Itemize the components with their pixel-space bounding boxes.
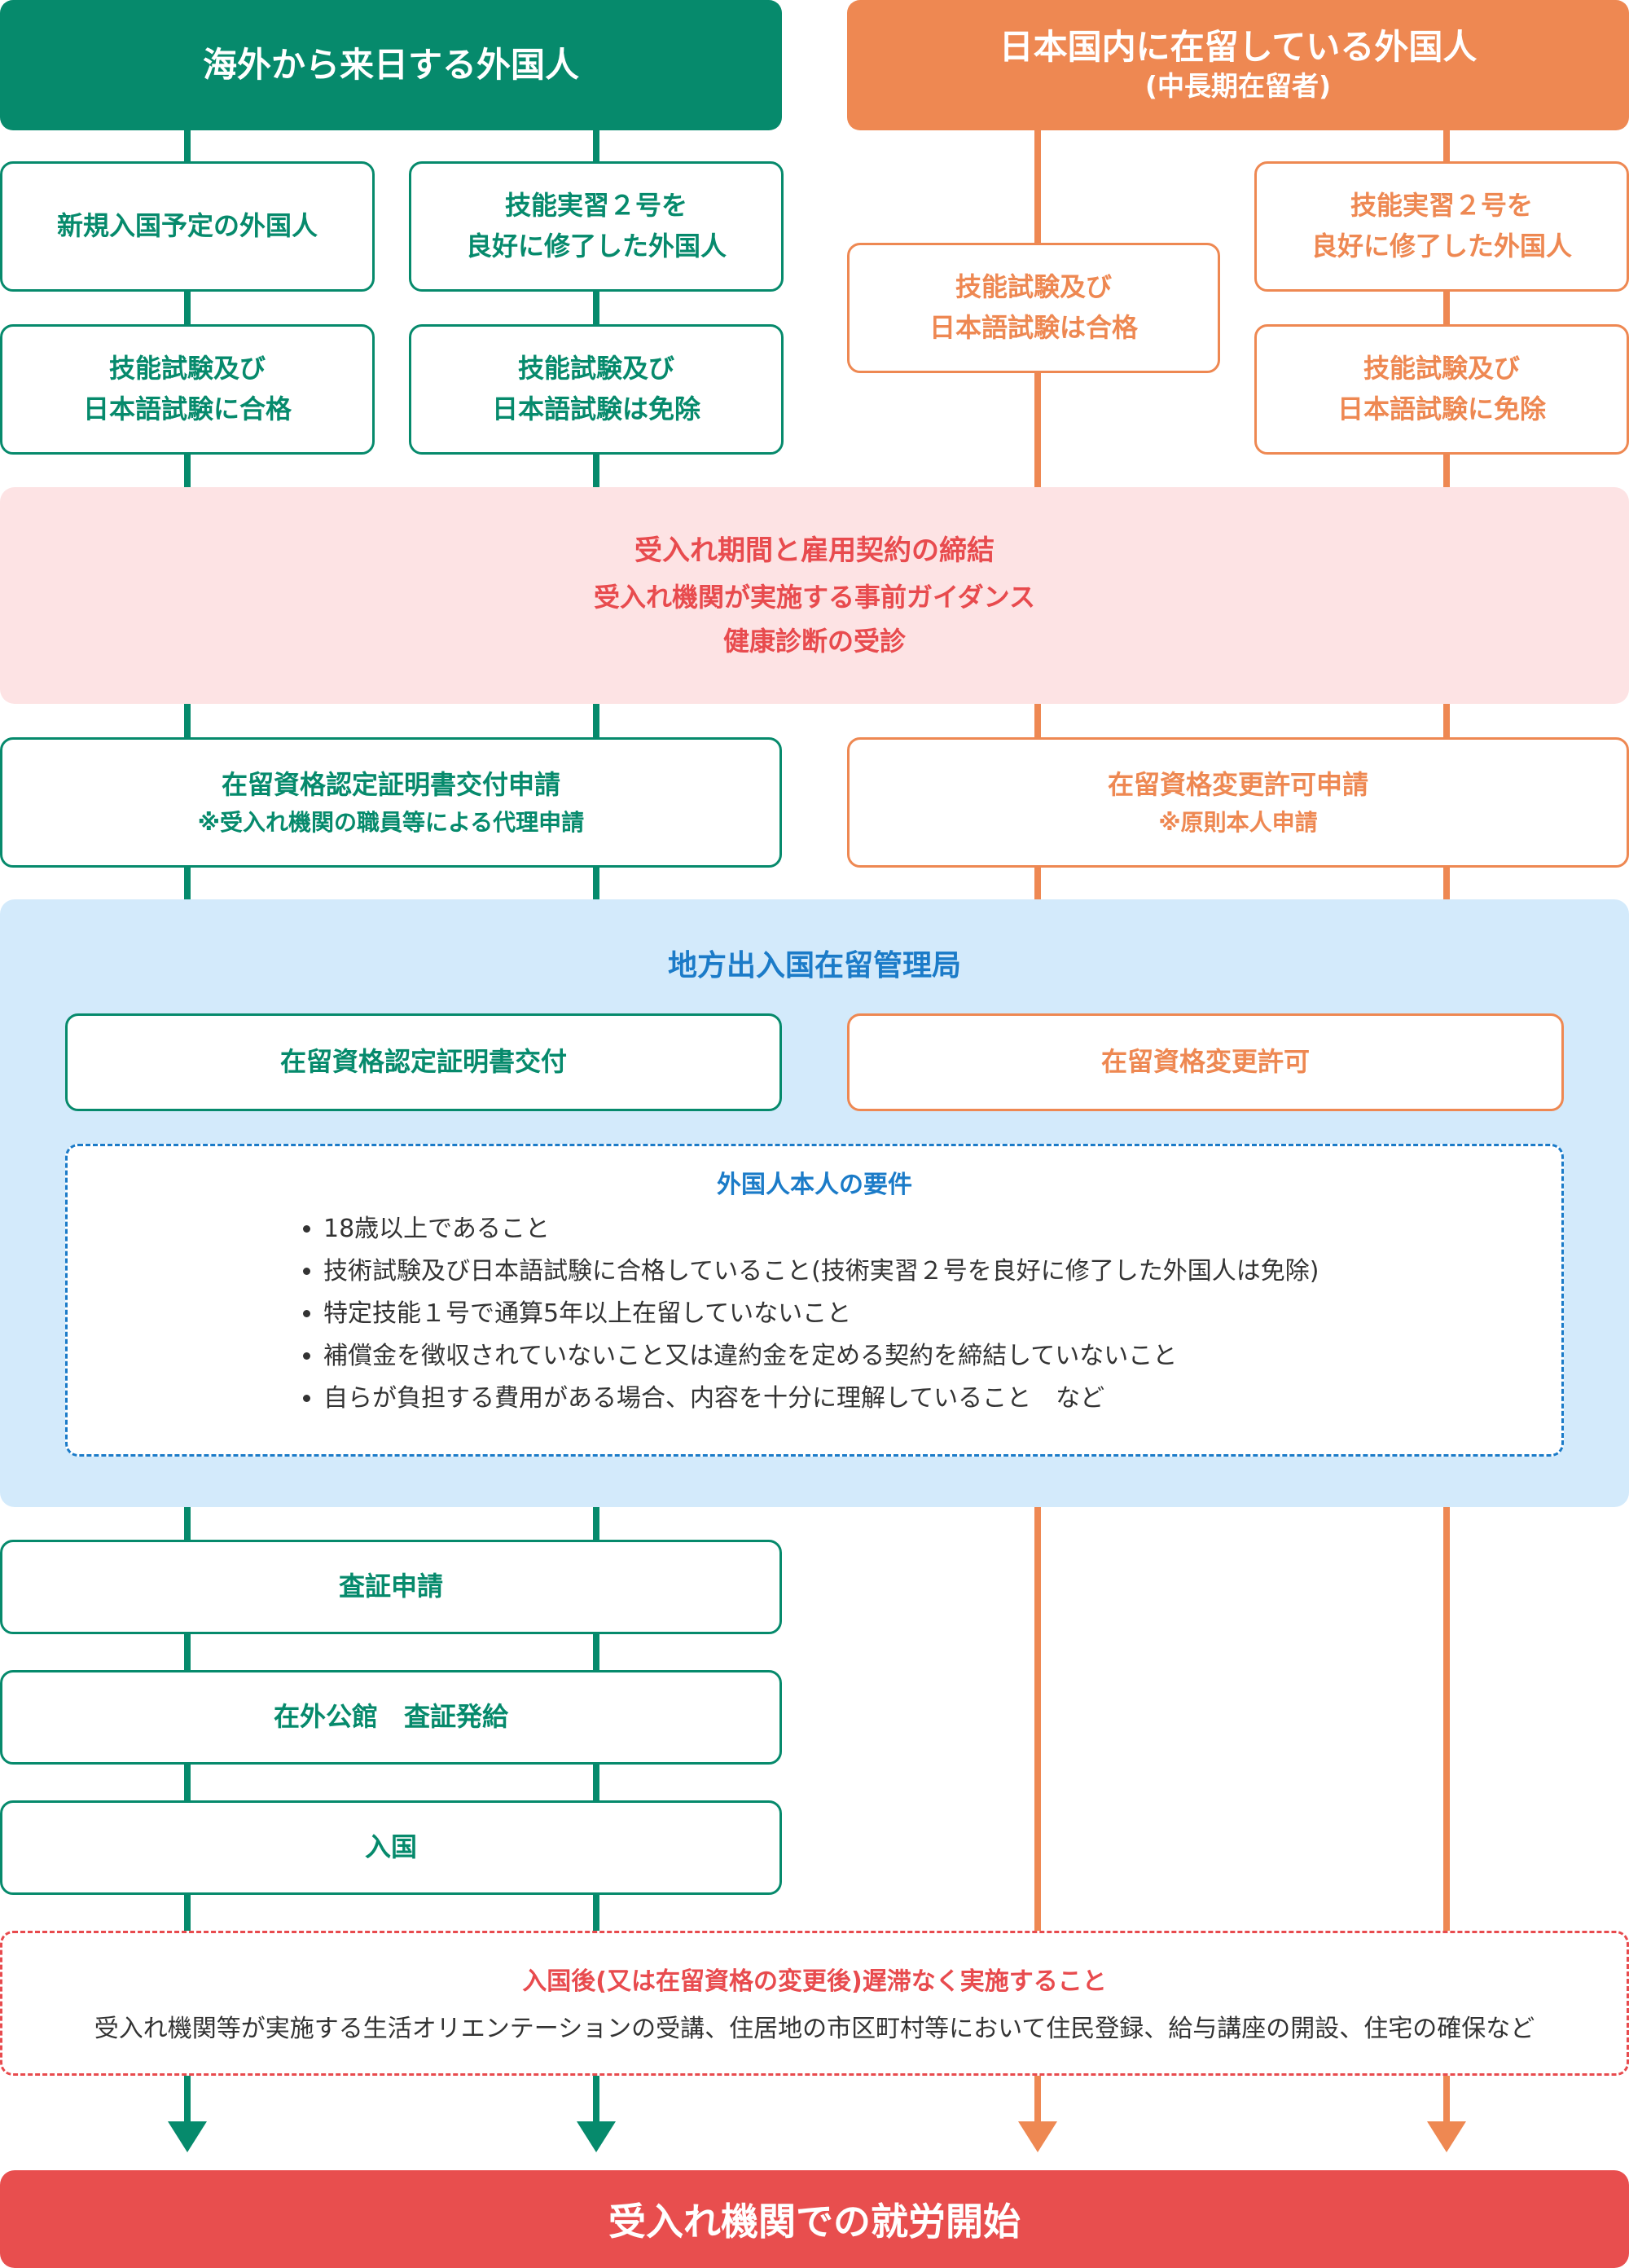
box-right2-exam-exempt: 技能試験及び 日本語試験に免除 <box>1254 324 1629 455</box>
box-left1-exam-line1: 技能試験及び <box>108 353 266 385</box>
entry-text: 入国 <box>364 1831 417 1863</box>
box-left1-exam-pass: 技能試験及び 日本語試験に合格 <box>0 324 375 455</box>
box-right2-trainee-line1: 技能実習２号を <box>1350 190 1533 222</box>
employment-start-banner: 受入れ機関での就労開始 <box>0 2170 1629 2268</box>
visa-issuance-text: 在外公館 査証発給 <box>273 1701 508 1733</box>
visa-application-text: 査証申請 <box>338 1571 443 1602</box>
requirements-box: 外国人本人の要件 18歳以上であること 技術試験及び日本語試験に合格していること… <box>65 1144 1564 1457</box>
requirements-title: 外国人本人の要件 <box>717 1171 912 1199</box>
post-entry-title: 入国後(又は在留資格の変更後)遅滞なく実施すること <box>522 1967 1107 1996</box>
box-apply-certificate: 在留資格認定証明書交付申請 ※受入れ機関の職員等による代理申請 <box>0 737 782 868</box>
box-right1-exam-pass: 技能試験及び 日本語試験は合格 <box>847 243 1220 373</box>
requirement-item: 18歳以上であること <box>323 1208 1319 1250</box>
header-overseas: 海外から来日する外国人 <box>0 0 782 130</box>
arrow-down-icon <box>577 2121 616 2152</box>
box-new-entrant: 新規入国予定の外国人 <box>0 161 375 292</box>
box-left2-trainee: 技能実習２号を 良好に修了した外国人 <box>409 161 784 292</box>
bureau-band: 地方出入国在留管理局 在留資格認定証明書交付 在留資格変更許可 外国人本人の要件… <box>0 899 1629 1507</box>
apply-change-title: 在留資格変更許可申請 <box>1107 769 1368 801</box>
requirement-item: 技術試験及び日本語試験に合格していること(技術実習２号を良好に修了した外国人は免… <box>323 1250 1319 1293</box>
box-new-entrant-text: 新規入国予定の外国人 <box>56 210 318 242</box>
box-right2-exam-line2: 日本語試験に免除 <box>1337 393 1546 424</box>
contract-band: 受入れ期間と雇用契約の締結 受入れ機関が実施する事前ガイダンス 健康診断の受診 <box>0 487 1629 704</box>
box-right1-exam-line2: 日本語試験は合格 <box>929 312 1138 343</box>
box-apply-change: 在留資格変更許可申請 ※原則本人申請 <box>847 737 1629 868</box>
header-domestic: 日本国内に在留している外国人 (中長期在留者) <box>847 0 1629 130</box>
box-left2-exam-exempt: 技能試験及び 日本語試験は免除 <box>409 324 784 455</box>
header-domestic-subtitle: (中長期在留者) <box>1144 69 1332 102</box>
header-domestic-title: 日本国内に在留している外国人 <box>999 27 1478 68</box>
arrow-down-icon <box>1427 2121 1466 2152</box>
certificate-issue-text: 在留資格認定証明書交付 <box>279 1046 567 1078</box>
post-entry-body: 受入れ機関等が実施する生活オリエンテーションの受講、住居地の市区町村等において住… <box>94 2015 1535 2043</box>
arrow-down-icon <box>168 2121 207 2152</box>
box-right2-trainee-line2: 良好に修了した外国人 <box>1311 231 1572 262</box>
apply-certificate-title: 在留資格認定証明書交付申請 <box>221 769 560 801</box>
box-left1-exam-line2: 日本語試験に合格 <box>82 393 292 424</box>
box-entry: 入国 <box>0 1800 782 1895</box>
requirements-list: 18歳以上であること 技術試験及び日本語試験に合格していること(技術実習２号を良… <box>296 1208 1319 1420</box>
contract-line3: 健康診断の受診 <box>722 625 906 657</box>
requirement-item: 自らが負担する費用がある場合、内容を十分に理解していること など <box>323 1378 1319 1420</box>
box-change-permit: 在留資格変更許可 <box>847 1013 1564 1111</box>
box-right1-exam-line1: 技能試験及び <box>955 271 1112 303</box>
contract-line2: 受入れ機関が実施する事前ガイダンス <box>593 581 1036 613</box>
header-overseas-title: 海外から来日する外国人 <box>202 44 579 85</box>
apply-certificate-note: ※受入れ機関の職員等による代理申請 <box>197 808 585 836</box>
contract-line1: 受入れ期間と雇用契約の締結 <box>634 534 995 567</box>
arrow-down-icon <box>1018 2121 1057 2152</box>
box-visa-application: 査証申請 <box>0 1540 782 1634</box>
box-left2-trainee-line2: 良好に修了した外国人 <box>465 231 727 262</box>
requirement-item: 特定技能１号で通算5年以上在留していないこと <box>323 1293 1319 1335</box>
post-entry-box: 入国後(又は在留資格の変更後)遅滞なく実施すること 受入れ機関等が実施する生活オ… <box>0 1931 1629 2076</box>
box-certificate-issue: 在留資格認定証明書交付 <box>65 1013 782 1111</box>
change-permit-text: 在留資格変更許可 <box>1100 1046 1310 1078</box>
apply-change-note: ※原則本人申請 <box>1158 808 1318 836</box>
box-left2-exam-line2: 日本語試験は免除 <box>491 393 700 424</box>
box-left2-exam-line1: 技能試験及び <box>517 353 674 385</box>
employment-start-text: 受入れ機関での就労開始 <box>608 2200 1021 2244</box>
requirement-item: 補償金を徴収されていないこと又は違約金を定める契約を締結していないこと <box>323 1335 1319 1378</box>
box-left2-trainee-line1: 技能実習２号を <box>504 190 687 222</box>
bureau-title: 地方出入国在留管理局 <box>667 949 961 982</box>
box-right2-trainee: 技能実習２号を 良好に修了した外国人 <box>1254 161 1629 292</box>
box-visa-issuance: 在外公館 査証発給 <box>0 1670 782 1765</box>
box-right2-exam-line1: 技能試験及び <box>1363 353 1520 385</box>
